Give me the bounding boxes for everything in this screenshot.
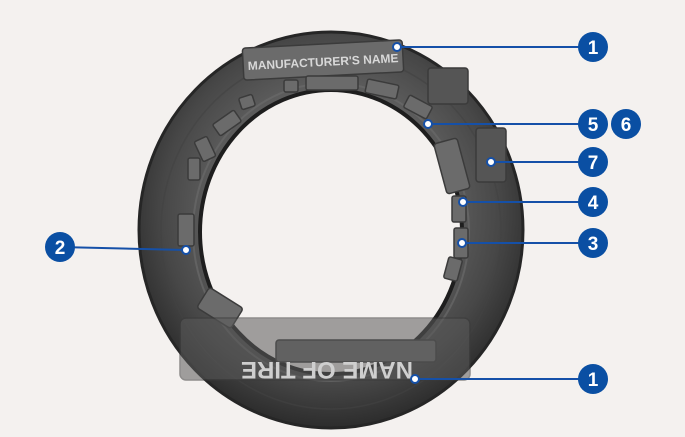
svg-text:6: 6 [621, 115, 632, 136]
callout-4: 4 [578, 187, 608, 217]
svg-text:3: 3 [588, 234, 599, 255]
callout-5: 5 [578, 109, 608, 139]
callout-1-bottom: 1 [578, 364, 608, 394]
callout-3: 3 [578, 228, 608, 258]
svg-text:4: 4 [588, 193, 599, 214]
svg-text:1: 1 [588, 370, 599, 391]
leader-dots [181, 42, 496, 384]
svg-text:7: 7 [588, 153, 599, 174]
callout-6: 6 [611, 109, 641, 139]
svg-text:5: 5 [588, 115, 599, 136]
svg-text:2: 2 [55, 238, 66, 259]
callout-2: 2 [45, 232, 75, 262]
tire-name-text: NAME OF TIRE [241, 356, 413, 383]
sidewall-markings [177, 39, 507, 381]
callout-7: 7 [578, 147, 608, 177]
leader-lines [59, 46, 592, 380]
callout-1-top: 1 [578, 32, 608, 62]
svg-text:1: 1 [588, 38, 599, 59]
